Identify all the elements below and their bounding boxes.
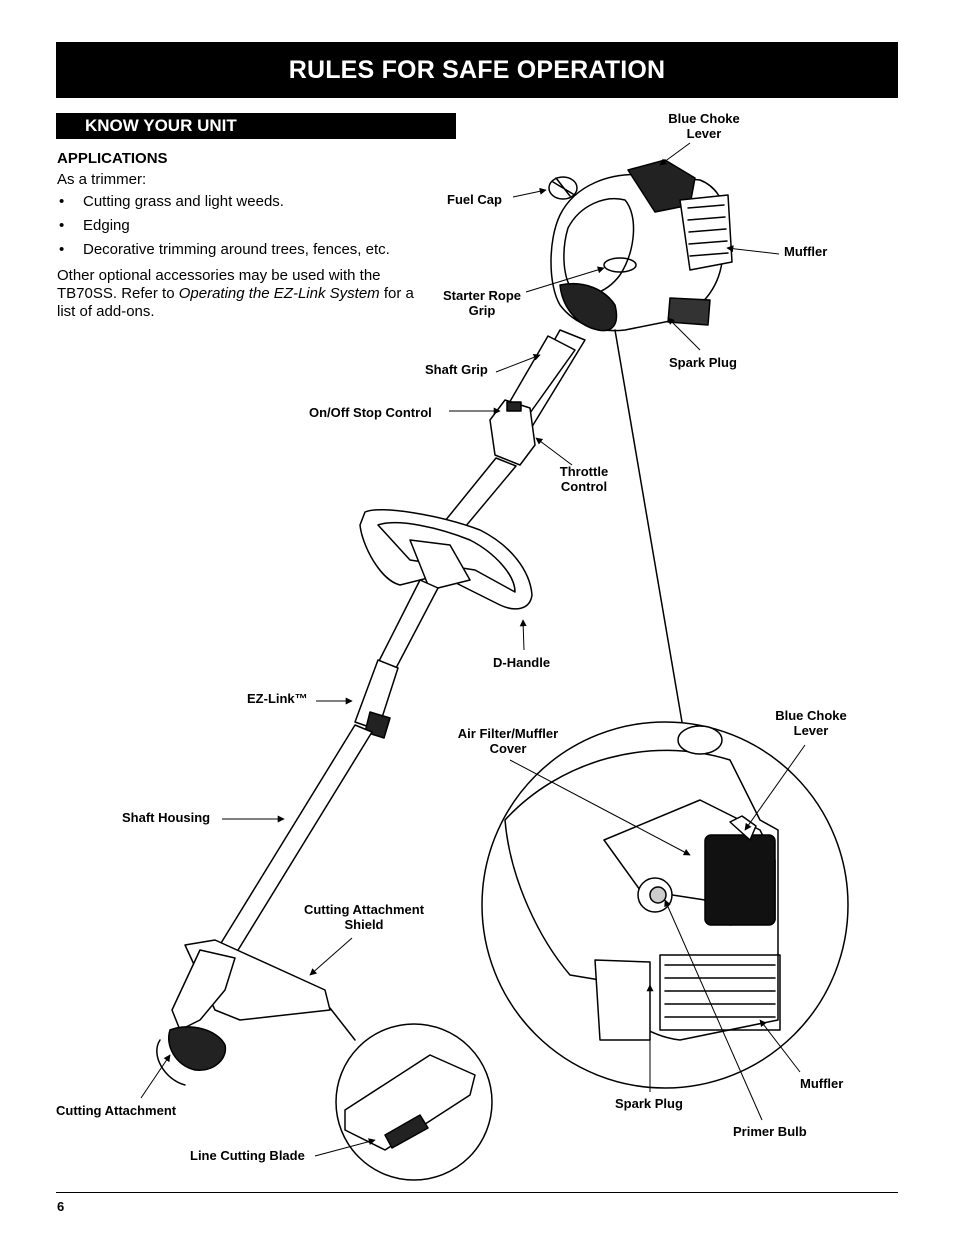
label-on-off-stop-control: On/Off Stop Control — [309, 405, 432, 420]
page-title-banner: RULES FOR SAFE OPERATION — [56, 42, 898, 98]
page-title: RULES FOR SAFE OPERATION — [288, 55, 666, 84]
applications-intro: As a trimmer: — [57, 171, 147, 188]
label-muffler-top: Muffler — [784, 244, 828, 259]
footer-divider — [56, 1192, 898, 1193]
list-item: Edging — [57, 217, 427, 235]
engine-drawing — [548, 159, 733, 332]
label-fuel-cap: Fuel Cap — [447, 192, 502, 207]
applications-list: Cutting grass and light weeds. Edging De… — [57, 193, 427, 259]
label-shaft-grip: Shaft Grip — [425, 362, 488, 377]
para-reference: Operating the EZ-Link System — [178, 285, 380, 302]
label-spark-plug-detail: Spark Plug — [615, 1096, 683, 1111]
label-spark-plug-top: Spark Plug — [669, 355, 737, 370]
label-air-filter-muffler-cover: Air Filter/Muffler Cover — [457, 726, 559, 756]
label-muffler-detail: Muffler — [800, 1076, 844, 1091]
label-blue-choke-lever-detail: Blue Choke Lever — [775, 708, 847, 738]
accessories-paragraph: Other optional accessories may be used w… — [57, 267, 427, 321]
label-shaft-housing: Shaft Housing — [122, 810, 211, 825]
label-cutting-attachment: Cutting Attachment — [56, 1103, 177, 1118]
page-number: 6 — [57, 1199, 65, 1214]
label-ez-link: EZ-Link™ — [247, 691, 308, 706]
label-blue-choke-lever-top: Blue Choke Lever — [668, 111, 740, 141]
label-starter-rope-grip: Starter Rope Grip — [442, 288, 522, 318]
applications-block: APPLICATIONS As a trimmer: Cutting grass… — [57, 150, 427, 321]
para-text: Other optional accessories may be used w… — [57, 267, 381, 302]
applications-heading: APPLICATIONS — [57, 150, 168, 167]
label-d-handle: D-Handle — [493, 655, 551, 670]
list-item: Cutting grass and light weeds. — [57, 193, 427, 211]
para-text-end: for a list of add-ons. — [57, 285, 414, 320]
label-cutting-attachment-shield: Cutting Attachment Shield — [303, 902, 425, 932]
label-throttle-control: Throttle Control — [559, 464, 609, 494]
label-primer-bulb: Primer Bulb — [733, 1124, 807, 1139]
label-line-cutting-blade: Line Cutting Blade — [190, 1148, 305, 1163]
section-heading: KNOW YOUR UNIT — [56, 113, 456, 139]
list-item: Decorative trimming around trees, fences… — [57, 241, 427, 259]
